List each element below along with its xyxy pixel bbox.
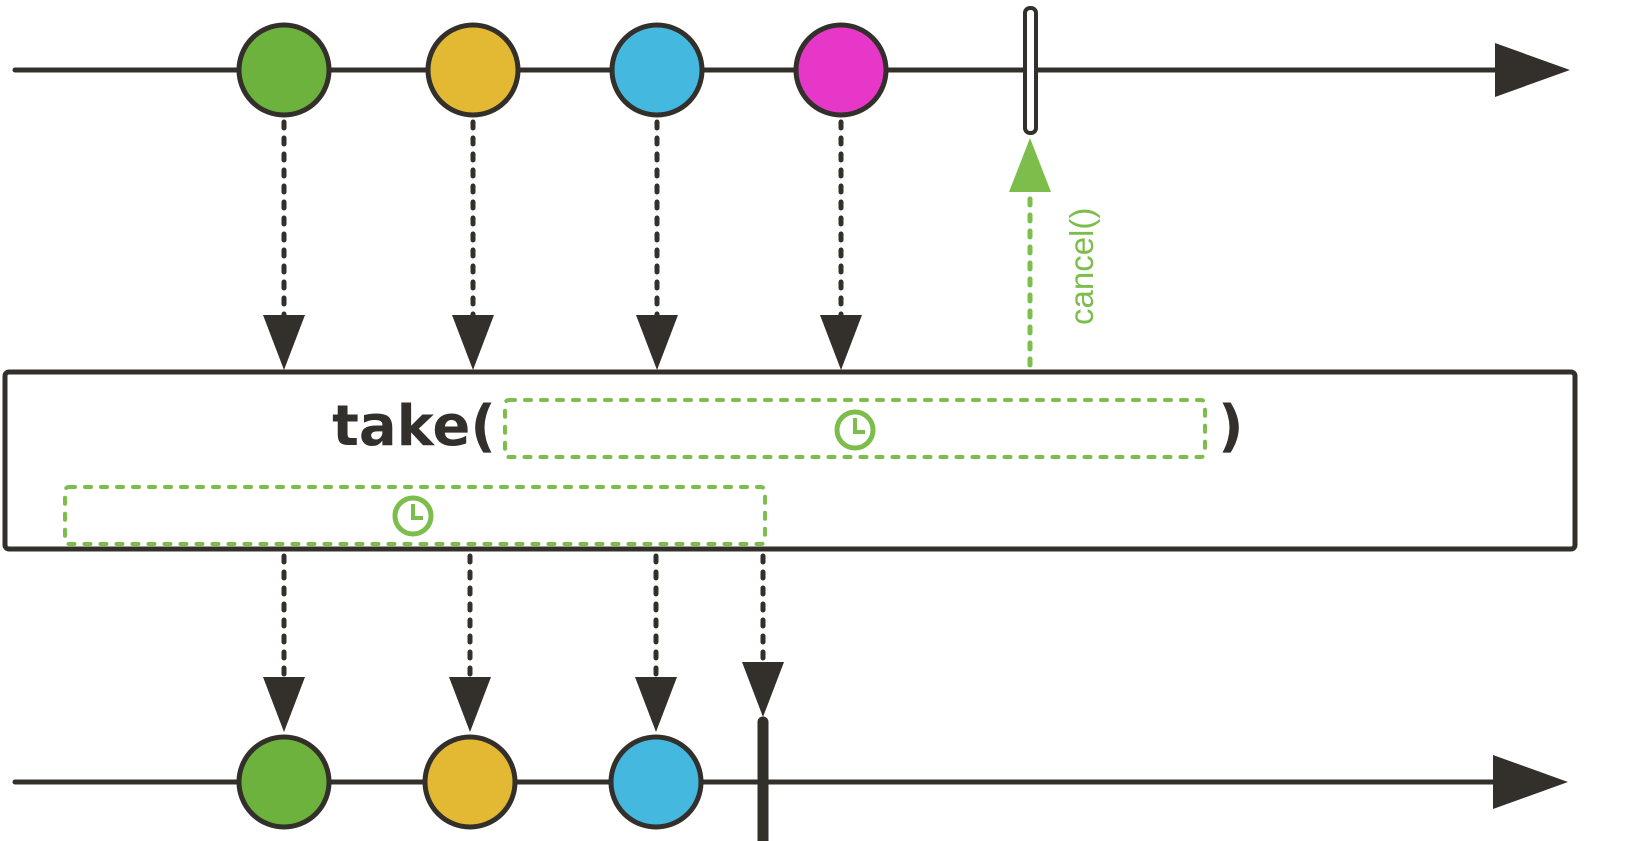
result-timeline-arrowhead	[1493, 755, 1568, 809]
source-timeline	[12, 6, 1570, 135]
completion-arrow-head	[742, 662, 784, 717]
result-marble	[608, 734, 704, 830]
source-marble	[425, 22, 521, 118]
cancel-arrow	[1009, 138, 1051, 368]
source-marble	[236, 22, 332, 118]
cancel-arrow-head	[1009, 138, 1051, 192]
clock-icon	[392, 495, 434, 537]
operator-box: take( )	[2, 369, 1578, 552]
source-marble	[793, 22, 889, 118]
operator-box-frame	[2, 369, 1578, 552]
emission-arrow-head	[263, 315, 305, 370]
clock-icon	[834, 409, 876, 451]
cancellation-marker	[1023, 6, 1038, 135]
output-arrow-head	[263, 677, 305, 732]
result-timeline	[12, 716, 1568, 841]
output-arrow-head	[449, 677, 491, 732]
source-to-operator-arrows	[263, 119, 862, 370]
operator-to-result-arrows	[263, 553, 784, 732]
result-marble	[422, 734, 518, 830]
duration-window-box	[63, 485, 767, 546]
source-marble	[609, 22, 705, 118]
output-arrow-head	[635, 677, 677, 732]
emission-arrow-head	[636, 315, 678, 370]
emission-arrow-head	[820, 315, 862, 370]
result-marble	[236, 734, 332, 830]
source-timeline-arrowhead	[1495, 43, 1570, 97]
operator-name: take(	[332, 394, 496, 459]
emission-arrow-head	[452, 315, 494, 370]
cancel-label: cancel()	[1063, 208, 1100, 325]
operator-close-paren: )	[1218, 394, 1244, 459]
duration-argument-box	[503, 398, 1207, 459]
